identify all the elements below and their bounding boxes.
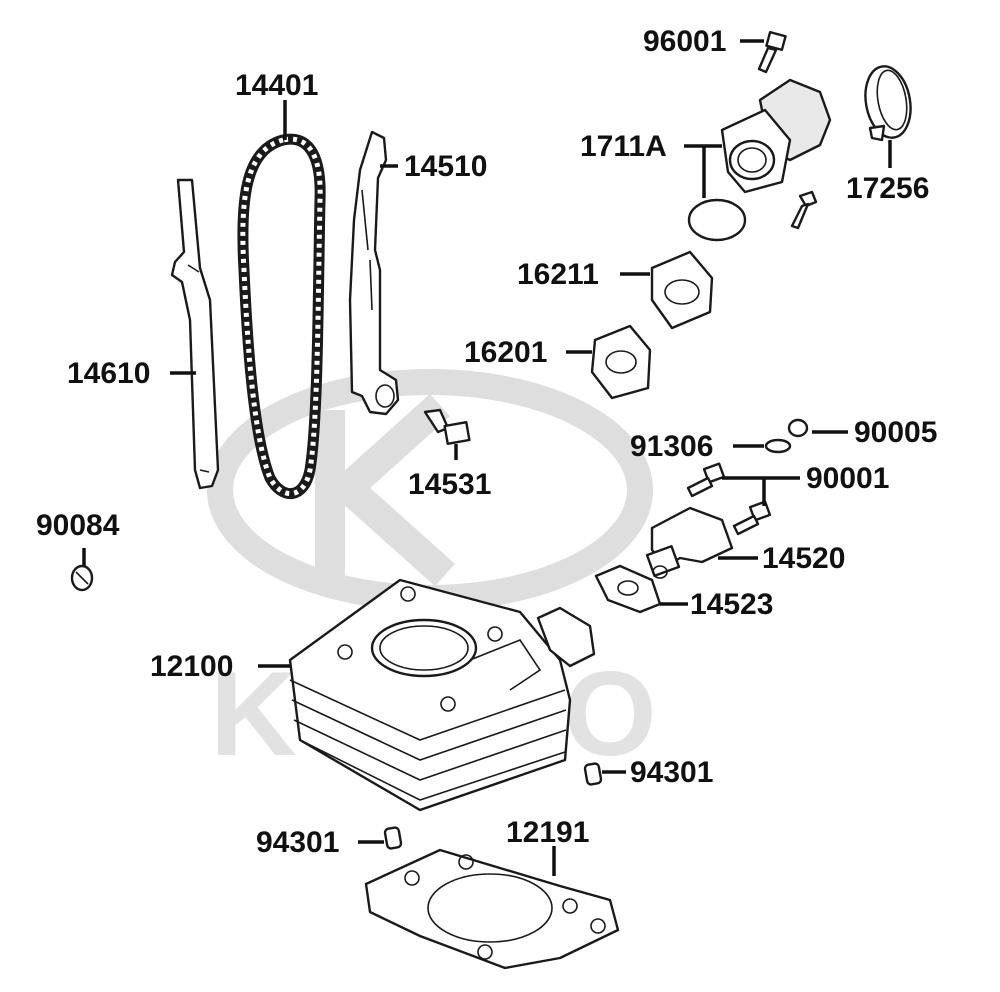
plug-part xyxy=(70,564,94,592)
callout-91306: 91306 xyxy=(630,430,713,463)
callout-14531: 14531 xyxy=(408,468,491,501)
callout-12191: 12191 xyxy=(506,816,589,849)
callout-14510: 14510 xyxy=(404,150,487,183)
callout-94301-right: 94301 xyxy=(630,756,713,789)
callout-90084: 90084 xyxy=(36,509,120,542)
insulator-part xyxy=(650,250,714,330)
bolt-90005-part xyxy=(787,418,809,438)
bolt-90001-part xyxy=(686,462,772,536)
dowel-pin-right-part xyxy=(583,762,603,786)
callout-90005: 90005 xyxy=(854,416,937,449)
callout-90001: 90001 xyxy=(806,462,889,495)
callout-16211: 16211 xyxy=(517,258,599,291)
hose-clamp-part xyxy=(864,65,912,142)
callout-1711A: 1711A xyxy=(580,130,667,163)
tensioner-bolt-part xyxy=(423,408,471,445)
callout-16201: 16201 xyxy=(464,336,547,369)
callout-14610: 14610 xyxy=(67,357,150,390)
timing-chain-part xyxy=(237,133,326,500)
callout-labels: 96001 14401 1711A 14510 17256 16211 1620… xyxy=(36,25,937,859)
cylinder-gasket-part xyxy=(364,848,620,970)
tensioner-gasket-part xyxy=(594,564,662,614)
callout-12100: 12100 xyxy=(150,650,233,683)
chain-tensioner-guide-part xyxy=(348,130,400,416)
bolt-96001-part xyxy=(757,30,787,74)
chain-tensioner-part xyxy=(645,506,734,579)
dowel-pin-left-part xyxy=(383,826,403,850)
cylinder-part xyxy=(288,578,596,812)
insulator-gasket-part xyxy=(590,324,652,400)
callout-14401: 14401 xyxy=(235,69,318,102)
chain-guide-part xyxy=(170,178,220,490)
callout-14520: 14520 xyxy=(762,542,845,575)
callout-17256: 17256 xyxy=(846,172,929,205)
callout-94301-left: 94301 xyxy=(256,826,339,859)
callout-96001: 96001 xyxy=(643,25,726,58)
intake-manifold-part xyxy=(687,78,832,242)
o-ring-91306-part xyxy=(764,438,792,454)
callout-14523: 14523 xyxy=(690,588,773,621)
leader-lines xyxy=(82,39,892,876)
